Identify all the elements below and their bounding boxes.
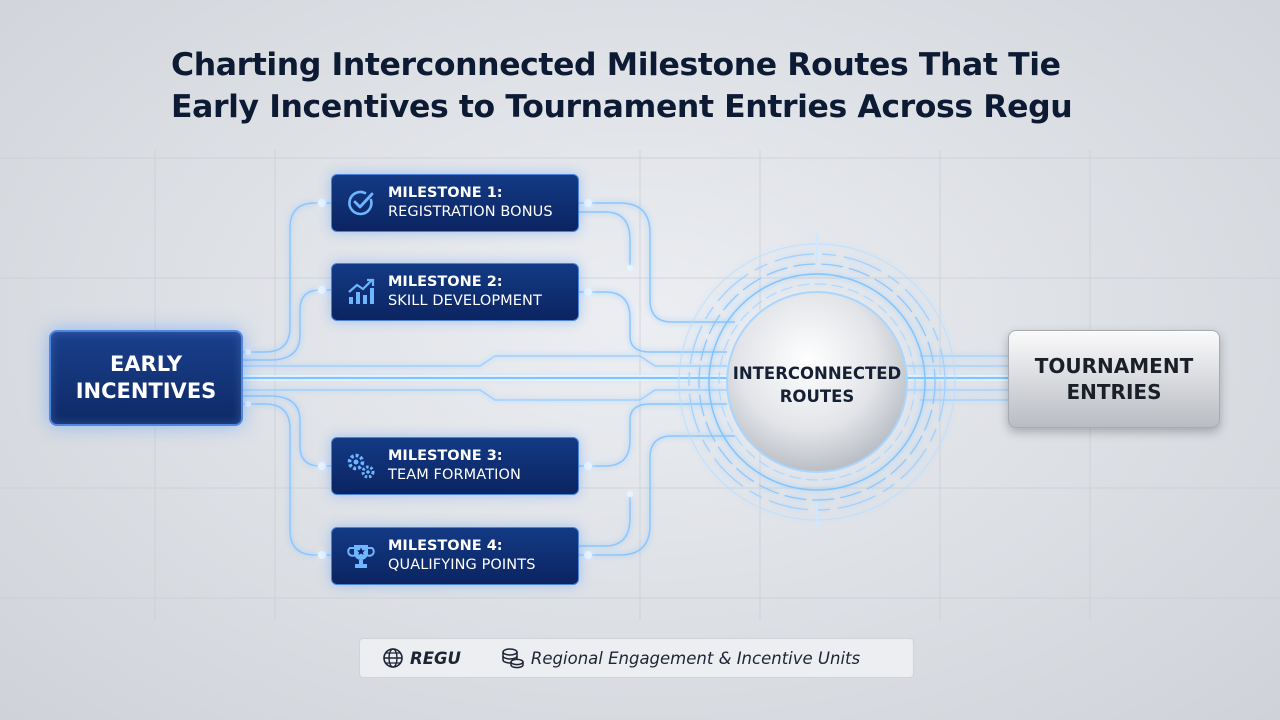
legend-description: Regional Engagement & Incentive Units <box>530 648 861 668</box>
growth-chart-icon <box>344 275 378 309</box>
source-branches <box>243 202 331 556</box>
title-line-2: Early Incentives to Tournament Entries A… <box>171 89 1073 125</box>
milestone-2-label: MILESTONE 2: <box>388 274 503 290</box>
hub-branches <box>579 202 735 556</box>
milestone-2-node: MILESTONE 2: SKILL DEVELOPMENT <box>331 263 579 321</box>
milestone-1-node: MILESTONE 1: REGISTRATION BONUS <box>331 174 579 232</box>
legend-abbreviation: REGU <box>410 648 461 668</box>
main-trunk <box>243 355 1008 401</box>
target-line-1: TOURNAMENT <box>1034 354 1194 378</box>
gears-icon <box>344 449 378 483</box>
check-circle-icon <box>344 186 378 220</box>
milestone-1-name: REGISTRATION BONUS <box>388 204 553 220</box>
milestone-2-name: SKILL DEVELOPMENT <box>388 293 542 309</box>
hub-sphere <box>726 291 908 473</box>
early-incentives-node: EARLY INCENTIVES <box>49 330 243 426</box>
milestone-3-node: MILESTONE 3: TEAM FORMATION <box>331 437 579 495</box>
interconnected-routes-hub: INTERCONNECTED ROUTES <box>727 305 907 465</box>
tournament-entries-node: TOURNAMENT ENTRIES <box>1008 330 1220 428</box>
source-line-2: INCENTIVES <box>75 379 217 403</box>
connector-dots <box>245 199 633 559</box>
target-line-2: ENTRIES <box>1066 380 1162 404</box>
hub-line-1: INTERCONNECTED <box>732 364 902 383</box>
hub-rings <box>678 234 956 530</box>
title-line-1: Charting Interconnected Milestone Routes… <box>171 47 1061 83</box>
globe-icon <box>382 647 404 669</box>
trophy-icon <box>344 539 378 573</box>
milestone-4-label: MILESTONE 4: <box>388 538 503 554</box>
coins-stack-icon <box>501 647 525 669</box>
source-line-1: EARLY <box>109 352 183 376</box>
milestone-3-name: TEAM FORMATION <box>388 467 521 483</box>
milestone-3-label: MILESTONE 3: <box>388 448 503 464</box>
page-title: Charting Interconnected Milestone Routes… <box>171 44 1151 128</box>
milestone-1-label: MILESTONE 1: <box>388 185 503 201</box>
milestone-4-name: QUALIFYING POINTS <box>388 557 536 573</box>
milestone-4-node: MILESTONE 4: QUALIFYING POINTS <box>331 527 579 585</box>
hub-line-2: ROUTES <box>779 387 855 406</box>
legend-bar: REGU Regional Engagement & Incentive Uni… <box>359 638 914 678</box>
